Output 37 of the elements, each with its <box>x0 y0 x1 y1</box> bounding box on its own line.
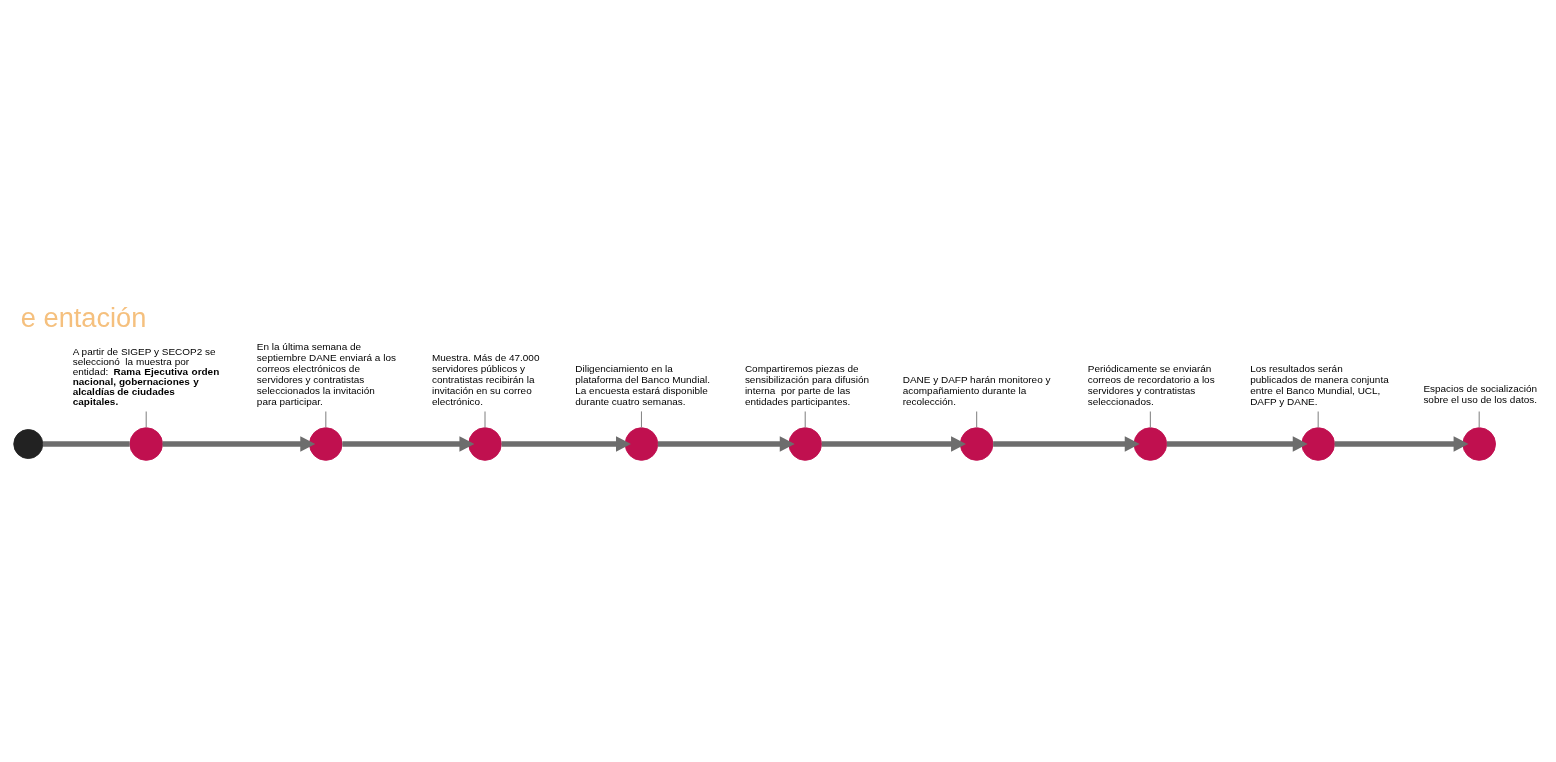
arrow <box>162 436 316 452</box>
arrow <box>993 436 1140 452</box>
diagram-title: e entación <box>20 302 147 334</box>
node-circle <box>1133 427 1168 461</box>
node-circle <box>309 427 343 461</box>
connector <box>484 410 486 429</box>
node-text: Diligenciamiento en la plataforma del Banco Mundial. La encuesta estará disponible durante cuatro semanas. <box>575 363 710 407</box>
connector <box>976 410 978 429</box>
node-circle <box>1462 427 1496 461</box>
node-text: En la última semana de septiembre DANE enviará a los correos electrónicos de servidores y contratistas seleccionados la invitación para participar. <box>256 341 396 407</box>
arrow <box>1334 436 1469 452</box>
connector <box>1478 411 1480 429</box>
node-text: Espacios de socialización sobre el uso de los datos. <box>1423 383 1538 406</box>
arrow <box>821 436 966 452</box>
node-circle <box>468 427 502 461</box>
connector <box>325 411 327 429</box>
connector <box>1149 410 1151 429</box>
node-circle <box>13 429 44 459</box>
connector <box>42 441 130 447</box>
node-circle <box>959 427 994 461</box>
arrow <box>1166 436 1308 452</box>
node-circle <box>624 427 659 461</box>
node-text: Los resultados serán publicados de manera conjunta entre el Banco Mundial, UCL, DAFP y DANE. <box>1250 363 1389 407</box>
connector <box>804 410 806 429</box>
node-circle <box>1301 427 1335 461</box>
connector <box>1317 410 1319 429</box>
node-circle <box>129 427 163 461</box>
node-text: A partir de SIGEP y SECOP2 se seleccionó la muestra por entidad: Rama Ejecutiva orden nacional, gobernaciones y alcaldías de ciudades capitales. <box>72 345 220 407</box>
connector <box>640 410 643 429</box>
node-text: DANE y DAFP harán monitoreo y acompañamiento durante la recolección. <box>902 374 1051 407</box>
arrow <box>501 436 631 452</box>
node-text: Periódicamente se enviarán correos de recordatorio a los servidores y contratistas seleccionados. <box>1087 363 1215 407</box>
node-text: Muestra. Más de 47.000 servidores públicos y contratistas recibirán la invitación en su correo electrónico. <box>431 352 540 407</box>
arrow <box>342 436 475 452</box>
node-text: Compartiremos piezas de sensibilización para difusión interna por parte de las entidades participantes. <box>744 363 870 407</box>
node-circle <box>788 427 822 461</box>
arrow <box>657 436 795 452</box>
